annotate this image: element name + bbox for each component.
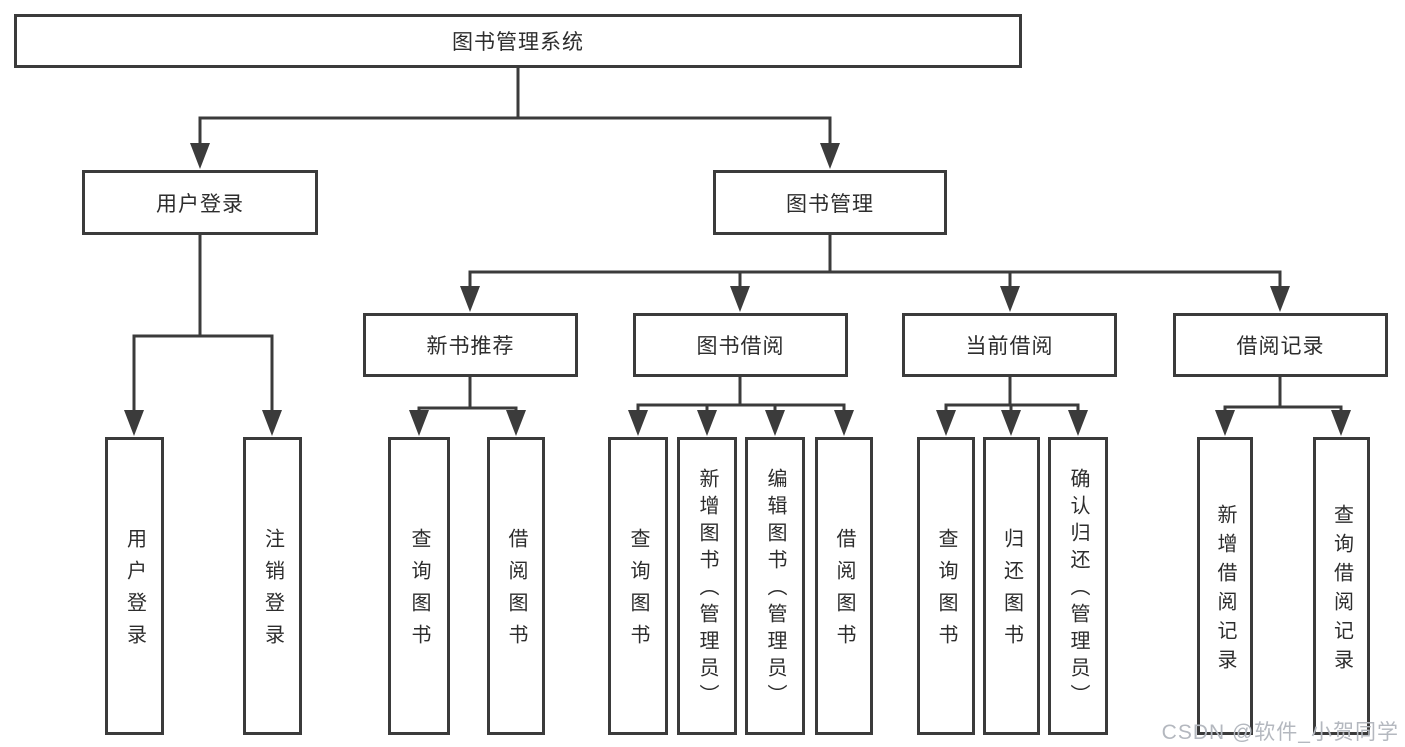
- node-book-management-group-label: 图书管理: [786, 192, 874, 216]
- leaf-user-login: 用户登录: [105, 437, 164, 735]
- leaf-borrow-borrow-books: 借阅图书: [815, 437, 873, 735]
- connector-book-borrow-children: [628, 375, 854, 436]
- connector-current-borrow-children: [936, 375, 1088, 436]
- connector-new-book-children: [409, 375, 526, 436]
- leaf-current-query-books-label: 查询图书: [935, 528, 957, 656]
- node-library-management-system-label: 图书管理系统: [452, 31, 584, 54]
- leaf-current-query-books: 查询图书: [917, 437, 975, 735]
- leaf-records-query-borrow-record: 查询借阅记录: [1313, 437, 1370, 735]
- node-user-login-group-label: 用户登录: [156, 192, 244, 216]
- node-book-borrowing: 图书借阅: [633, 313, 848, 377]
- connector-user-login-children: [124, 233, 282, 436]
- connector-book-mgmt-children: [460, 233, 1290, 312]
- leaf-newbook-borrow-books-label: 借阅图书: [505, 528, 527, 656]
- leaf-records-query-borrow-record-label: 查询借阅记录: [1330, 503, 1353, 678]
- leaf-newbook-query-books: 查询图书: [388, 437, 450, 735]
- leaf-borrow-query-books: 查询图书: [608, 437, 668, 735]
- leaf-newbook-query-books-label: 查询图书: [408, 528, 430, 656]
- leaf-borrow-edit-books-admin: 编辑图书（管理员）: [745, 437, 805, 735]
- leaf-logout-label: 注销登录: [261, 528, 284, 656]
- node-borrowing-records: 借阅记录: [1173, 313, 1388, 377]
- leaf-records-add-borrow-record-label: 新增借阅记录: [1214, 503, 1236, 678]
- leaf-borrow-edit-books-admin-label: 编辑图书（管理员）: [764, 468, 786, 711]
- leaf-user-login-label: 用户登录: [123, 528, 146, 656]
- csdn-watermark: CSDN @软件_小贺同学: [1161, 721, 1399, 744]
- leaf-borrow-add-books-admin: 新增图书（管理员）: [677, 437, 737, 735]
- leaf-current-return-books-label: 归还图书: [1000, 528, 1023, 656]
- node-new-book-recommendation-label: 新书推荐: [426, 335, 515, 358]
- connector-records-children: [1215, 375, 1351, 436]
- node-borrowing-records-label: 借阅记录: [1236, 335, 1325, 358]
- connector-root-to-level2: [190, 66, 840, 169]
- node-book-borrowing-label: 图书借阅: [696, 335, 785, 358]
- leaf-borrow-add-books-admin-label: 新增图书（管理员）: [696, 468, 718, 711]
- leaf-borrow-borrow-books-label: 借阅图书: [833, 528, 855, 656]
- node-new-book-recommendation: 新书推荐: [363, 313, 578, 377]
- node-current-borrowing: 当前借阅: [902, 313, 1117, 377]
- leaf-current-confirm-return-admin-label: 确认归还（管理员）: [1067, 468, 1089, 711]
- leaf-borrow-query-books-label: 查询图书: [627, 528, 649, 656]
- node-current-borrowing-label: 当前借阅: [965, 335, 1054, 358]
- leaf-records-add-borrow-record: 新增借阅记录: [1197, 437, 1253, 735]
- leaf-newbook-borrow-books: 借阅图书: [487, 437, 545, 735]
- node-book-management-group: 图书管理: [713, 170, 947, 235]
- leaf-logout: 注销登录: [243, 437, 302, 735]
- leaf-current-confirm-return-admin: 确认归还（管理员）: [1048, 437, 1108, 735]
- leaf-current-return-books: 归还图书: [983, 437, 1040, 735]
- node-library-management-system: 图书管理系统: [14, 14, 1022, 68]
- node-user-login-group: 用户登录: [82, 170, 318, 235]
